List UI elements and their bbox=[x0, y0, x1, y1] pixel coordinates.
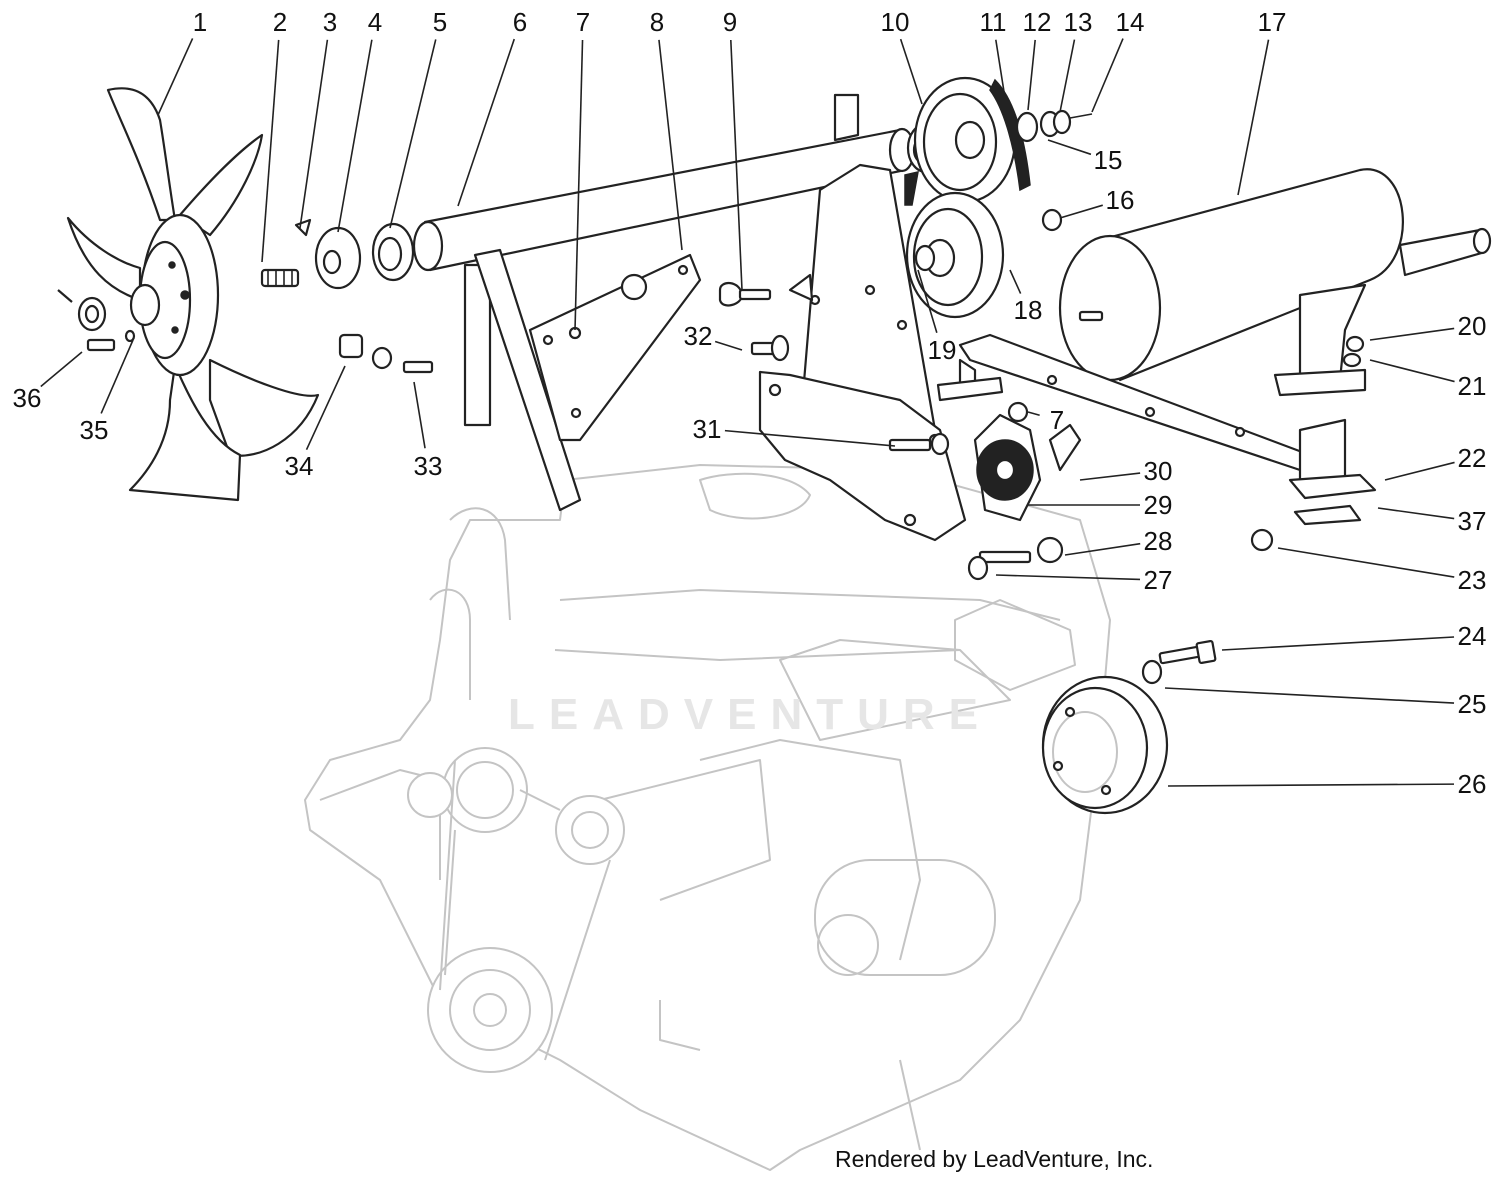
mounting-brackets bbox=[463, 93, 967, 542]
callout-number-23: 23 bbox=[1458, 565, 1487, 595]
leader-line-7 bbox=[574, 39, 584, 331]
leader-line-33 bbox=[413, 381, 426, 449]
leader-line-24 bbox=[1221, 636, 1455, 651]
callout-number-34: 34 bbox=[285, 451, 314, 481]
leader-line-27 bbox=[995, 574, 1141, 581]
callout-leader-lines bbox=[40, 38, 1455, 787]
leader-line-5 bbox=[389, 39, 437, 229]
callout-number-6: 6 bbox=[513, 7, 527, 37]
fan-hardware bbox=[57, 289, 136, 352]
leader-line-10 bbox=[899, 38, 923, 105]
callout-number-19: 19 bbox=[928, 335, 957, 365]
callout-number-37: 37 bbox=[1458, 506, 1487, 536]
callout-number-32: 32 bbox=[684, 321, 713, 351]
callout-number-9: 9 bbox=[723, 7, 737, 37]
callout-number-27: 27 bbox=[1144, 565, 1173, 595]
engine-belt-drive bbox=[407, 747, 625, 1073]
callout-number-29: 29 bbox=[1144, 490, 1173, 520]
callout-number-10: 10 bbox=[881, 7, 910, 37]
leader-line-26 bbox=[1167, 783, 1455, 787]
leader-line-3 bbox=[299, 39, 329, 229]
callout-number-25: 25 bbox=[1458, 689, 1487, 719]
leader-line-19 bbox=[917, 269, 938, 333]
callout-number-36: 36 bbox=[13, 383, 42, 413]
callout-number-4: 4 bbox=[368, 7, 382, 37]
callout-number-30: 30 bbox=[1144, 456, 1173, 486]
callout-number-22: 22 bbox=[1458, 443, 1487, 473]
callout-number-24: 24 bbox=[1458, 621, 1487, 651]
callout-number-13: 13 bbox=[1064, 7, 1093, 37]
leader-line-25 bbox=[1164, 687, 1455, 704]
leader-line-35 bbox=[100, 339, 134, 414]
leader-line-18 bbox=[1009, 269, 1022, 294]
cooling-fan bbox=[66, 87, 320, 502]
callout-number-7: 7 bbox=[576, 7, 590, 37]
leader-line-36 bbox=[40, 351, 83, 388]
leader-line-11 bbox=[995, 39, 1006, 99]
leader-line-6 bbox=[457, 38, 516, 207]
leader-line-28 bbox=[1064, 542, 1141, 556]
leader-line-21 bbox=[1369, 359, 1455, 383]
leader-line-34 bbox=[305, 365, 346, 450]
loose-hardware bbox=[338, 273, 1365, 581]
callout-number-5: 5 bbox=[433, 7, 447, 37]
muffler bbox=[1058, 168, 1492, 382]
pulley-bolt-24 bbox=[1141, 639, 1217, 685]
callout-number-33: 33 bbox=[414, 451, 443, 481]
pulley-set bbox=[904, 76, 1031, 319]
leader-line-2 bbox=[261, 39, 280, 263]
leader-line-4 bbox=[337, 39, 373, 233]
callout-number-11: 11 bbox=[980, 7, 1007, 37]
callout-number-26: 26 bbox=[1458, 769, 1487, 799]
callout-number-20: 20 bbox=[1458, 311, 1487, 341]
leader-line-13 bbox=[1059, 39, 1076, 113]
leader-line-32 bbox=[714, 340, 743, 351]
leader-line-1 bbox=[157, 38, 194, 116]
leader-line-30 bbox=[1079, 472, 1141, 481]
callout-number-31: 31 bbox=[693, 414, 722, 444]
crankshaft-pulley bbox=[1041, 675, 1169, 815]
callout-number-15: 15 bbox=[1094, 145, 1123, 175]
leader-line-20 bbox=[1369, 327, 1455, 341]
callout-number-7: 7 bbox=[1050, 405, 1064, 435]
leader-line-14 bbox=[1091, 38, 1124, 113]
callout-number-14: 14 bbox=[1116, 7, 1145, 37]
callout-number-8: 8 bbox=[650, 7, 664, 37]
idler-pulley bbox=[973, 413, 1082, 522]
leader-line-9 bbox=[730, 39, 743, 291]
callout-number-28: 28 bbox=[1144, 526, 1173, 556]
callout-number-16: 16 bbox=[1106, 185, 1135, 215]
callout-number-1: 1 bbox=[193, 7, 207, 37]
callout-number-21: 21 bbox=[1458, 371, 1487, 401]
callout-number-35: 35 bbox=[80, 415, 109, 445]
engine-outline bbox=[304, 464, 1111, 1171]
leader-line-31 bbox=[724, 429, 896, 447]
callout-number-2: 2 bbox=[273, 7, 287, 37]
leader-line-8 bbox=[658, 39, 683, 251]
muffler-frame bbox=[936, 283, 1377, 526]
leader-line-16 bbox=[1059, 204, 1103, 219]
callout-number-18: 18 bbox=[1014, 295, 1043, 325]
callout-number-17: 17 bbox=[1258, 7, 1287, 37]
leader-line-37 bbox=[1377, 507, 1455, 520]
leader-line-17 bbox=[1237, 39, 1270, 196]
callout-number-3: 3 bbox=[323, 7, 337, 37]
leader-line-22 bbox=[1384, 461, 1455, 481]
watermark: LEADVENTURE bbox=[507, 690, 993, 739]
leader-line-7 bbox=[1027, 411, 1040, 416]
leader-line-12 bbox=[1027, 39, 1036, 111]
callout-number-12: 12 bbox=[1023, 7, 1052, 37]
leader-line-23 bbox=[1277, 547, 1455, 578]
render-credit: Rendered by LeadVenture, Inc. bbox=[835, 1146, 1154, 1172]
pulley-hardware bbox=[1015, 109, 1093, 232]
leader-line-15 bbox=[1047, 139, 1092, 156]
